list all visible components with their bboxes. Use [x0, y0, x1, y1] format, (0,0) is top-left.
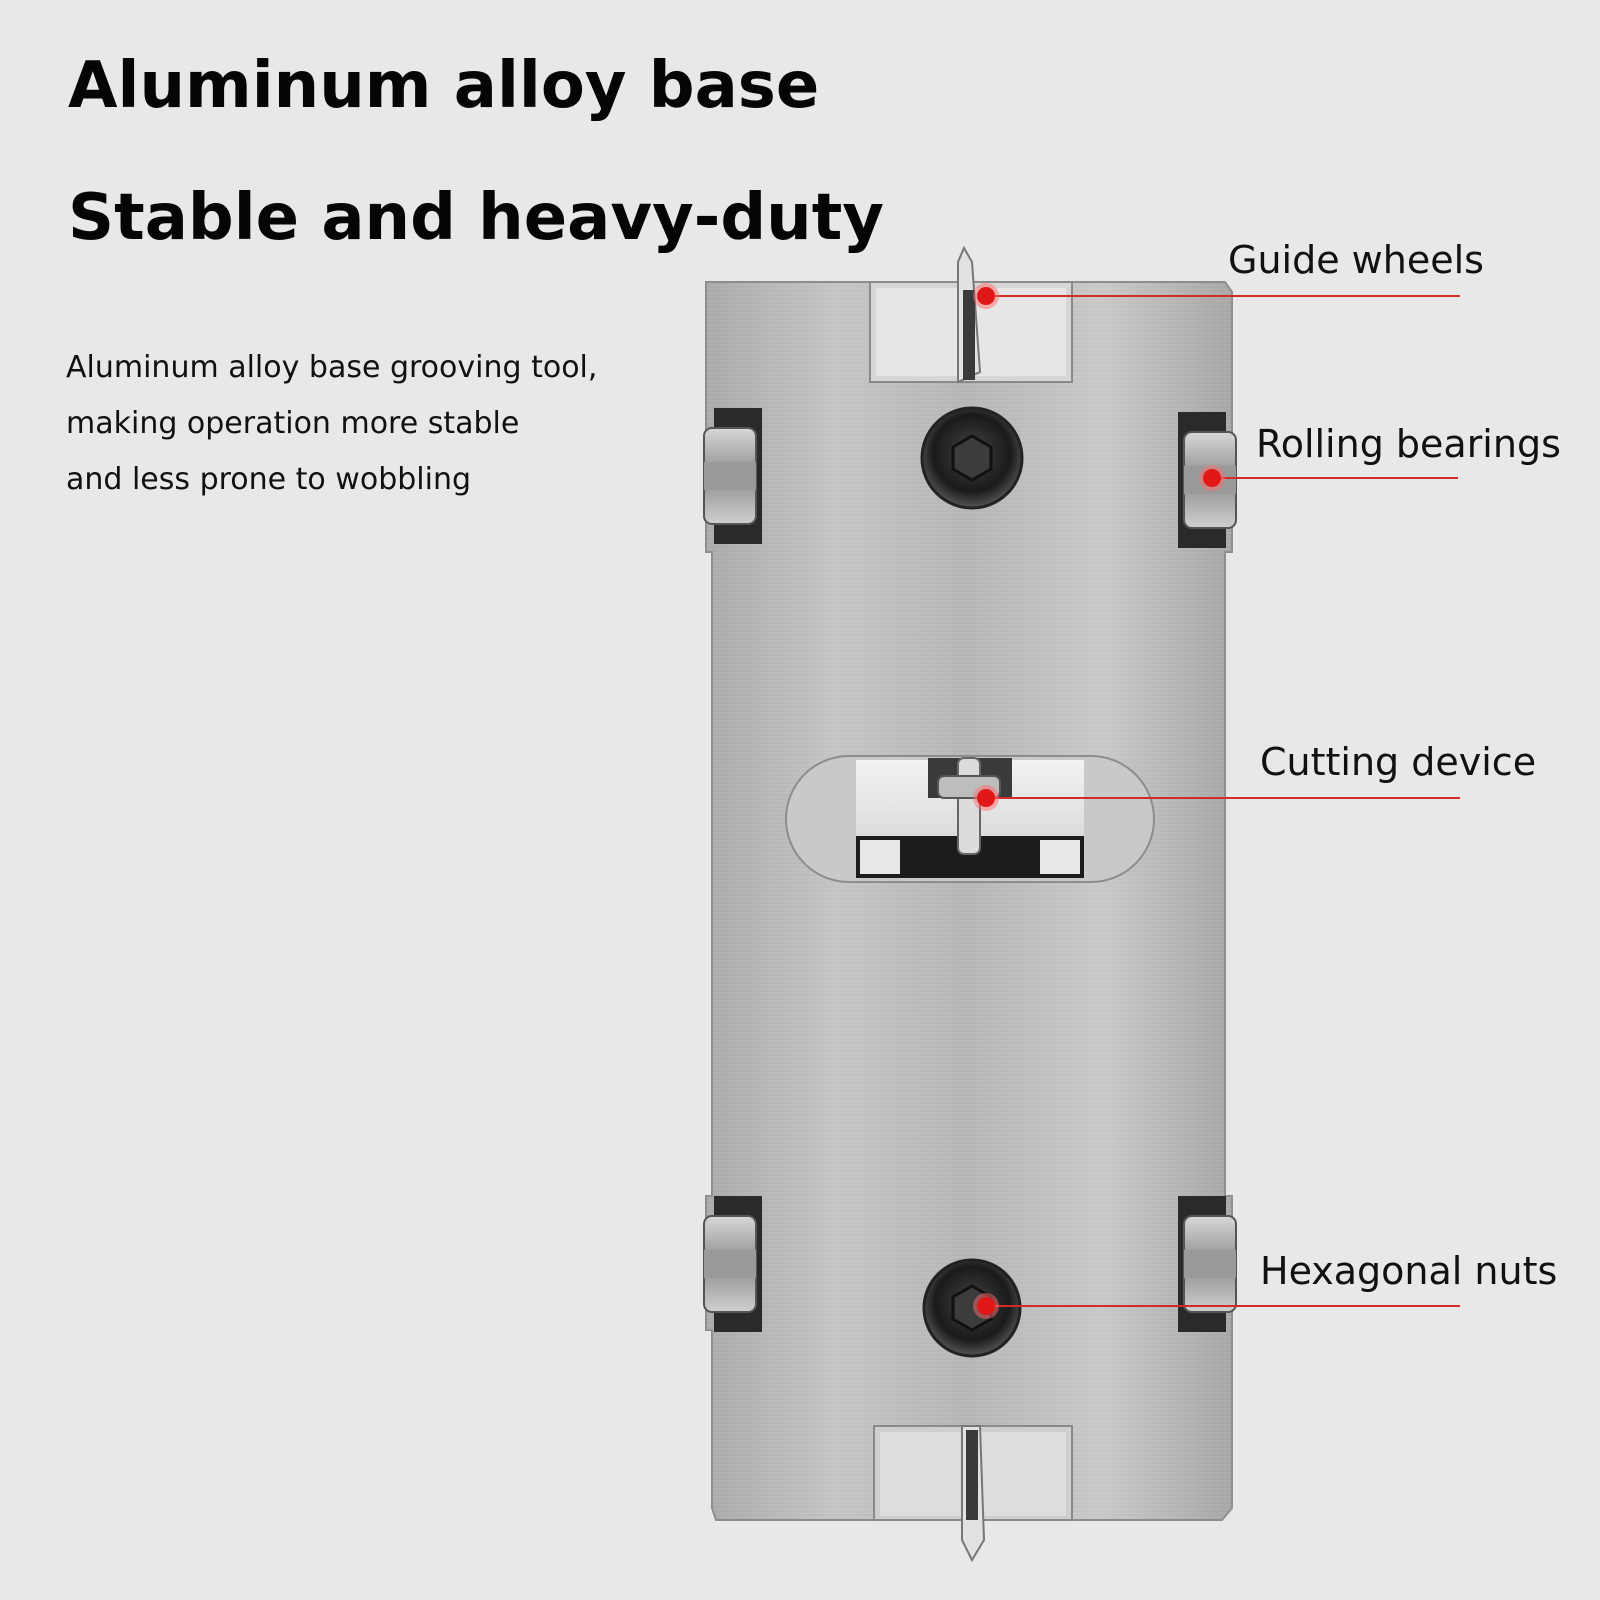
bottom-blade-recess: [873, 1425, 1073, 1563]
bearing-bottom-right: [1178, 1196, 1237, 1332]
top-blade-recess: [869, 245, 1073, 384]
callout-dots: [973, 283, 1225, 1319]
callout-rolling-bearings: Rolling bearings: [1256, 422, 1561, 466]
description-line: making operation more stable: [66, 406, 520, 441]
hex-bolt-top: [920, 406, 1024, 510]
callout-lines: [986, 295, 1460, 1307]
callout-hexagonal-nuts: Hexagonal nuts: [1260, 1249, 1558, 1293]
hex-bolt-bottom: [922, 1258, 1022, 1358]
bearing-top-left: [703, 408, 762, 544]
callout-guide-wheels: Guide wheels: [1228, 238, 1484, 282]
bearing-bottom-left: [703, 1196, 762, 1332]
callout-cutting-device: Cutting device: [1260, 740, 1537, 784]
description: Aluminum alloy base grooving tool, makin…: [66, 340, 706, 508]
description-line: and less prone to wobbling: [66, 462, 471, 497]
heading-line-1: Aluminum alloy base: [68, 49, 820, 123]
cutting-device: [785, 755, 1155, 883]
aluminum-base-plate: [705, 281, 1233, 1521]
heading-line-2: Stable and heavy-duty: [68, 181, 884, 255]
description-line: Aluminum alloy base grooving tool,: [66, 350, 598, 385]
